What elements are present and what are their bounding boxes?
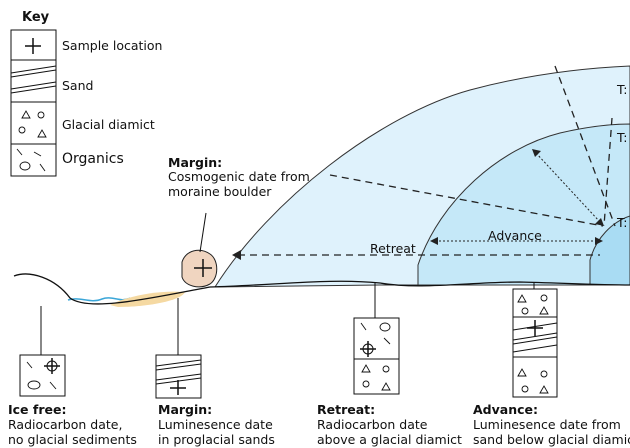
water-body	[67, 297, 131, 302]
ice-label-3: T:	[617, 215, 628, 230]
advance-title: Advance:	[473, 402, 538, 417]
ice-extent-inner	[589, 215, 630, 286]
ice-label-2: T:	[617, 130, 628, 145]
key-label-sample: Sample location	[62, 38, 163, 53]
key-box-organics	[10, 143, 57, 177]
core-advance	[512, 288, 558, 398]
key-label-sand: Sand	[62, 78, 94, 93]
core-retreat	[353, 317, 400, 395]
retreat-text-1: Radiocarbon date	[317, 417, 428, 432]
advance-arrow-label: Advance	[488, 228, 542, 243]
key-title: Key	[22, 10, 50, 25]
key-box-diamict	[10, 101, 57, 145]
ice-extent-middle	[417, 123, 630, 286]
margin-boulder-text-1: Cosmogenic date from	[168, 169, 310, 184]
flow-line	[554, 65, 616, 227]
margin-boulder-text-2: moraine boulder	[168, 184, 272, 199]
retreat-title: Retreat:	[317, 402, 376, 417]
margin-title: Margin:	[158, 402, 213, 417]
flow-line	[329, 174, 604, 227]
retreat-text-2: above a glacial diamict	[317, 432, 462, 447]
flow-line	[603, 117, 613, 227]
advance-text-1: Luminesence date from	[473, 417, 621, 432]
margin-text-1: Luminesence date	[158, 417, 273, 432]
margin-text-2: in proglacial sands	[158, 432, 275, 447]
ice-free-text-2: no glacial sediments	[8, 432, 137, 447]
core-ice-free	[19, 354, 66, 397]
key-box-sand	[10, 59, 57, 103]
ice-label-1: T:	[617, 82, 628, 97]
ground-surface	[13, 273, 630, 305]
retreat-arrow-label: Retreat	[370, 241, 416, 256]
advance-text-2: sand below glacial diamict	[473, 432, 630, 447]
core-margin	[155, 354, 202, 399]
margin-boulder-title: Margin:	[168, 155, 223, 170]
key-box-sample	[10, 29, 57, 61]
boulder-leader	[199, 212, 207, 253]
ice-free-title: Ice free:	[8, 402, 67, 417]
ice-free-text-1: Radiocarbon date,	[8, 417, 123, 432]
key-label-diamict: Glacial diamict	[62, 117, 155, 132]
key-label-organics: Organics	[62, 151, 124, 167]
